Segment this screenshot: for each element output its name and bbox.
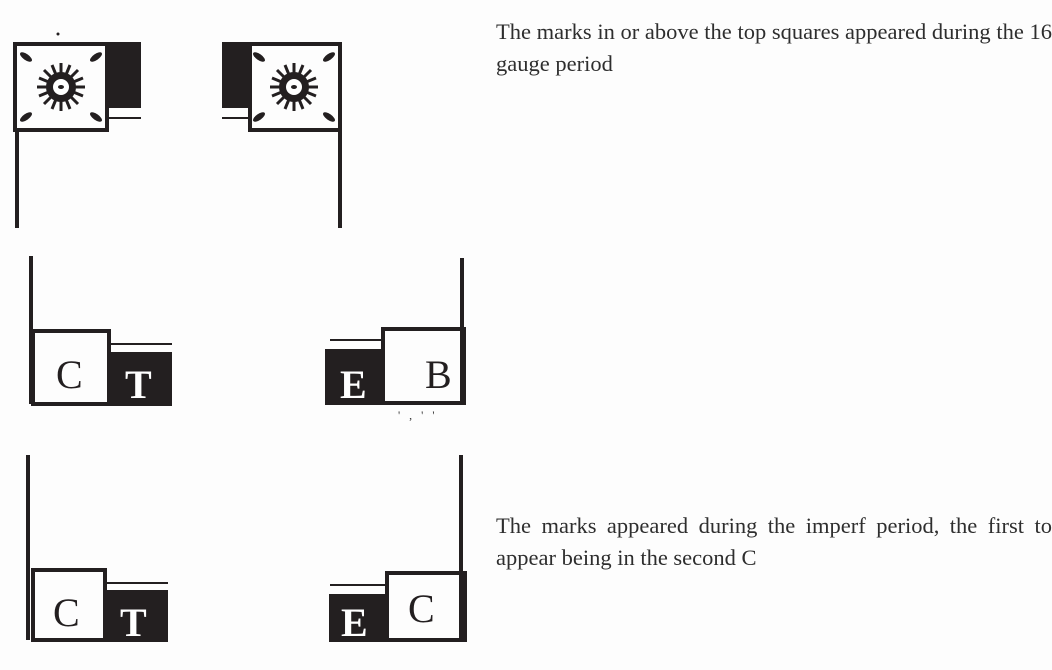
top-squares-note: The marks in or above the top squares ap… <box>496 19 1052 76</box>
small-marks: ' , ' ' <box>398 408 438 422</box>
letter-e: E <box>340 362 367 407</box>
corner-marks-illustration: C T E B C T E C <box>13 32 467 645</box>
middle-right-corner-mark: E B <box>325 258 466 407</box>
letter-t: T <box>125 362 152 407</box>
sun-icon <box>17 49 105 125</box>
top-left-corner-mark <box>13 32 141 228</box>
letter-b: B <box>425 352 452 397</box>
middle-left-corner-mark: C T <box>29 256 172 407</box>
top-right-corner-mark <box>222 42 342 228</box>
letter-c: C <box>53 590 80 635</box>
letter-c: C <box>56 352 83 397</box>
letter-e: E <box>341 600 368 645</box>
sun-icon <box>250 49 338 125</box>
letter-t: T <box>120 600 147 645</box>
imperf-period-note: The marks appeared during the imperf per… <box>496 513 1052 570</box>
bottom-right-corner-mark: E C <box>329 455 467 645</box>
letter-c: C <box>408 586 435 631</box>
bottom-left-corner-mark: C T <box>26 455 168 645</box>
